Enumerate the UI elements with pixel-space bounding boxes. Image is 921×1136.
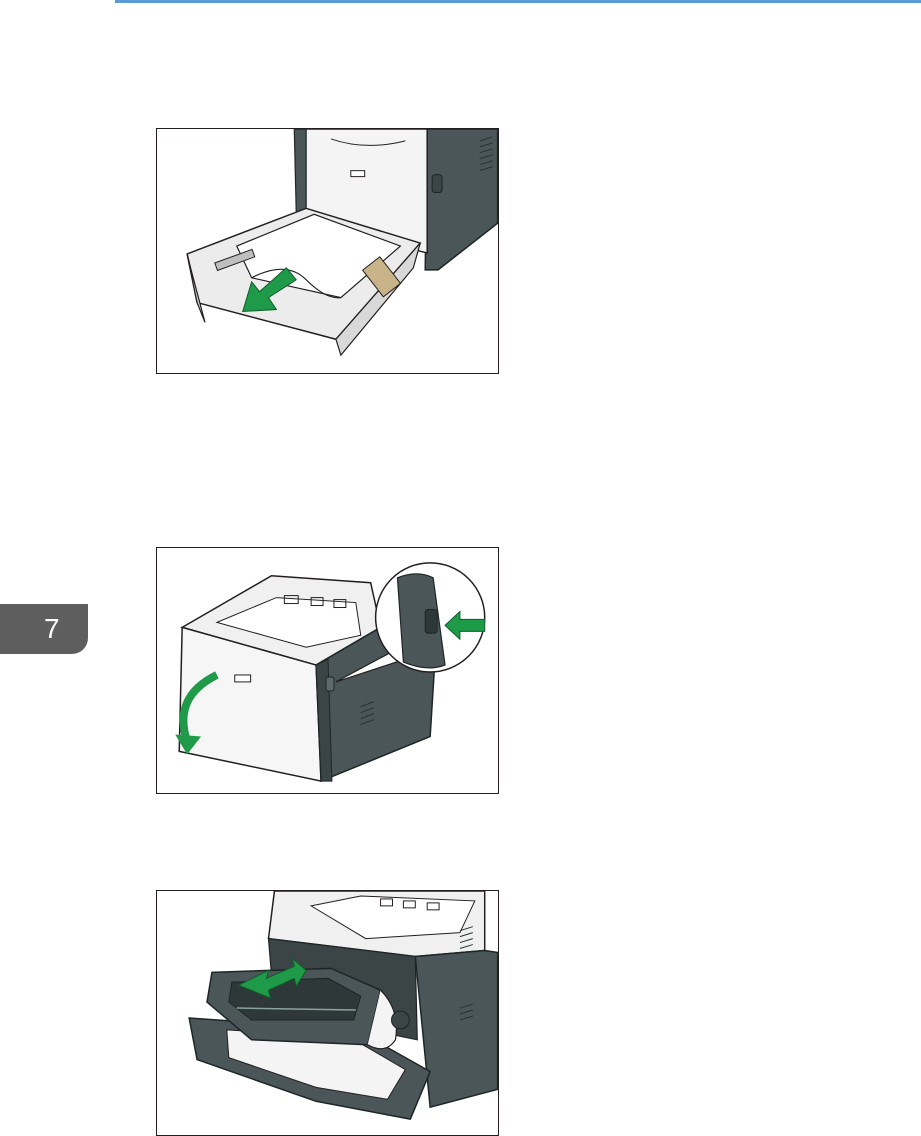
remove-print-cartridge-illustration xyxy=(156,890,499,1136)
chapter-tab: 7 xyxy=(0,604,88,654)
header-rule xyxy=(115,0,921,3)
pull-out-paper-tray-illustration xyxy=(156,128,499,374)
chapter-number: 7 xyxy=(44,613,60,644)
open-front-cover-illustration xyxy=(156,547,499,794)
